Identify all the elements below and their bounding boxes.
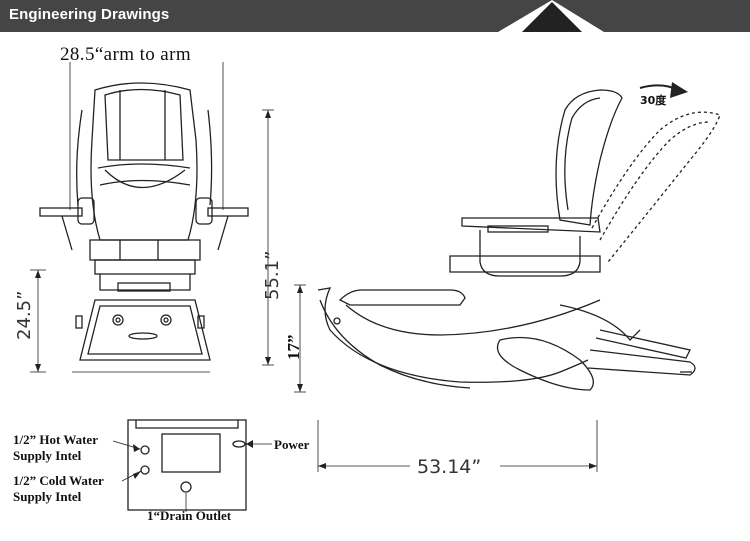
cold-water-supply-label: 1/2” Cold Water Supply Intel bbox=[13, 473, 104, 504]
arm-to-arm-dimension: 28.5“arm to arm bbox=[60, 44, 192, 65]
side-view-chair bbox=[317, 82, 721, 391]
header-bar: Engineering Drawings bbox=[0, 0, 750, 32]
total-height-dimension: 55.1” bbox=[262, 250, 283, 300]
base-height-dimension: 24.5” bbox=[14, 290, 35, 340]
power-label: Power bbox=[274, 437, 310, 452]
basin-height-dimension: 17” bbox=[284, 334, 303, 361]
base-plan-view bbox=[112, 419, 272, 512]
dimension-lines-front bbox=[30, 109, 274, 373]
hot-water-supply-label: 1/2” Hot Water Supply Intel bbox=[13, 432, 98, 463]
header-notch bbox=[498, 0, 604, 32]
length-dimension: 53.14” bbox=[417, 456, 482, 478]
dimension-lines-side bbox=[294, 284, 598, 472]
front-view-chair bbox=[39, 62, 249, 373]
drain-outlet-label: 1“Drain Outlet bbox=[147, 508, 232, 523]
recline-angle-label: 30度 bbox=[640, 94, 667, 107]
page-title: Engineering Drawings bbox=[9, 6, 170, 23]
